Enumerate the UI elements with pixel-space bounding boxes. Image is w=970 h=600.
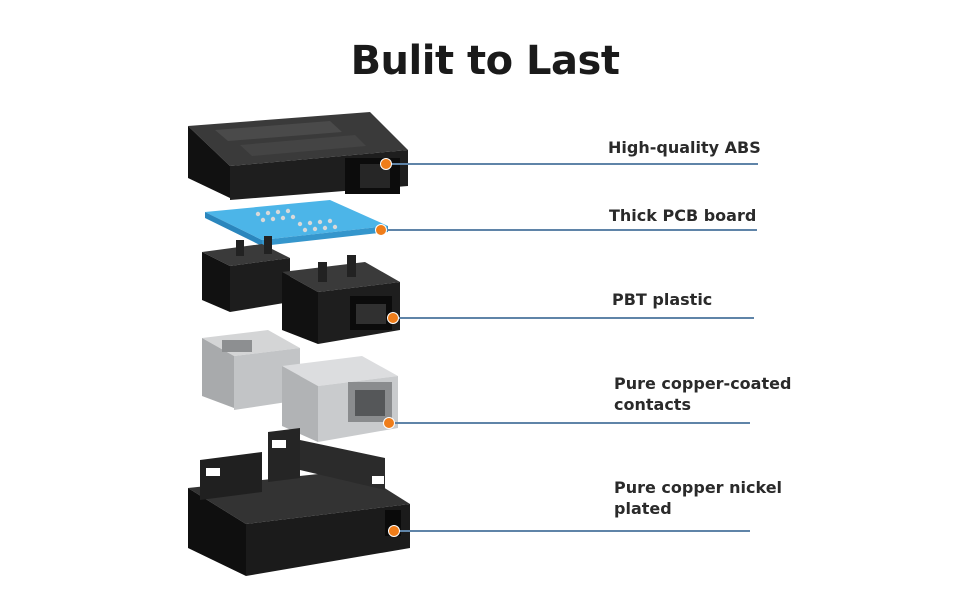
callout-line-base	[393, 530, 750, 532]
callout-label-pcb: Thick PCB board	[609, 206, 757, 225]
callout-label-contacts: Pure copper-coated contacts	[614, 374, 792, 414]
pcb-board	[205, 200, 388, 246]
callout-line-abs	[385, 163, 758, 165]
callout-dot-pbt	[387, 312, 399, 324]
callout-label-abs: High-quality ABS	[608, 138, 761, 157]
callout-label-pbt: PBT plastic	[612, 290, 713, 309]
callout-line-pbt	[392, 317, 754, 319]
metal-shields	[202, 330, 398, 442]
top-cover	[188, 112, 408, 200]
page-title: Bulit to Last	[350, 38, 620, 84]
callout-label-base: Pure copper nickel plated	[614, 478, 783, 518]
callout-line-pcb	[380, 229, 757, 231]
callout-dot-pcb	[375, 224, 387, 236]
callout-dot-abs	[380, 158, 392, 170]
bottom-base	[188, 428, 410, 576]
rj45-jacks	[202, 236, 400, 344]
callout-dot-base	[388, 525, 400, 537]
callout-dot-contacts	[383, 417, 395, 429]
callout-line-contacts	[388, 422, 750, 424]
